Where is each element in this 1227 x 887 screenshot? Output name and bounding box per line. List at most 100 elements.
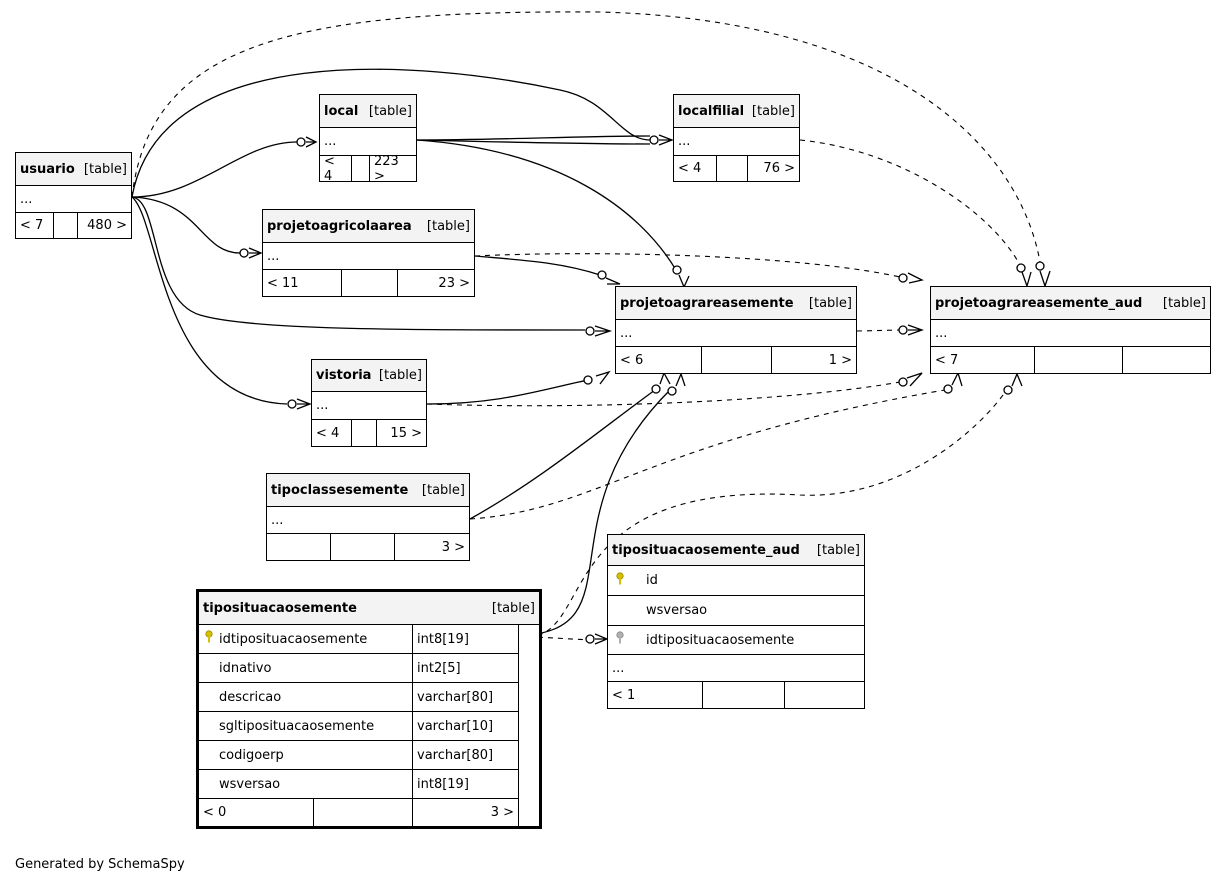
end-proj-2 [672, 265, 690, 288]
children-link[interactable]: 3 > [441, 539, 465, 555]
table-localfilial[interactable]: localfilial [table] ... < 4 76 > [673, 94, 800, 182]
table-header: projetoagrareasemente [table] [616, 287, 856, 320]
end-aud-3 [898, 272, 924, 284]
parents-link[interactable] [267, 534, 331, 560]
column-row[interactable]: id [608, 566, 864, 596]
column-row[interactable]: idtiposituacaosemente [608, 626, 864, 655]
table-name: localfilial [678, 103, 745, 119]
children-link[interactable]: 23 > [438, 275, 470, 291]
table-footer: < 11 23 > [263, 270, 474, 296]
children-link[interactable]: 15 > [390, 425, 422, 441]
parents-link[interactable]: < 11 [263, 270, 342, 296]
column-row[interactable]: wsversao int8[19] [199, 770, 518, 799]
table-name: vistoria [316, 368, 372, 383]
table-type-tag: [table] [751, 103, 795, 119]
column-name: sgltiposituacaosemente [219, 718, 375, 734]
table-tipoclassesemente[interactable]: tipoclassesemente [table] ... 3 > [266, 473, 470, 561]
end-aud-4 [898, 324, 924, 336]
column-row[interactable]: codigoerp varchar[80] [199, 741, 518, 770]
children-link[interactable]: 76 > [763, 161, 795, 176]
table-vistoria[interactable]: vistoria [table] ... < 4 15 > [311, 359, 427, 447]
table-body: ... [674, 128, 799, 156]
edge-vistoria-aud [426, 381, 901, 407]
primary-key-icon [614, 571, 628, 590]
edge-tipoclasse-projeto [469, 389, 656, 520]
end-vistoria [287, 398, 312, 410]
end-aud-7 [1003, 373, 1023, 395]
edge-local-localfilial-a [416, 135, 651, 141]
children-link[interactable]: 480 > [87, 218, 127, 233]
edge-usuario-localfilial [131, 68, 651, 198]
table-header: vistoria [table] [312, 360, 426, 392]
column-name: idtiposituacaosemente [646, 632, 795, 648]
table-footer: < 6 1 > [616, 347, 856, 373]
end-aud-2 [1035, 261, 1051, 287]
table-footer: < 4 15 > [312, 420, 426, 446]
children-link[interactable] [1123, 347, 1210, 373]
end-aud-5 [898, 372, 923, 387]
end-tsaud [585, 633, 609, 645]
table-header: projetoagricolaarea [table] [263, 210, 474, 243]
table-projetoagricolaarea[interactable]: projetoagricolaarea [table] ... < 11 23 … [262, 209, 475, 297]
parents-link[interactable]: < 4 [674, 156, 717, 181]
spacer-cell [54, 213, 78, 238]
column-name-cell: wsversao [199, 770, 413, 798]
end-proj-6 [667, 373, 686, 396]
table-type-tag: [table] [83, 161, 127, 177]
table-name: projetoagrareasemente_aud [935, 295, 1143, 311]
table-body: ... [312, 392, 426, 420]
table-type-tag: [table] [378, 368, 422, 383]
table-name: usuario [20, 161, 75, 177]
table-name: projetoagricolaarea [267, 218, 412, 234]
edge-local-localfilial-b [416, 139, 651, 145]
column-name: id [646, 573, 658, 588]
table-type-tag: [table] [491, 600, 535, 616]
column-row[interactable]: idtiposituacaosemente int8[19] [199, 625, 518, 654]
table-type-tag: [table] [368, 103, 412, 119]
column-name-cell: idtiposituacaosemente [199, 625, 413, 653]
spacer-cell [352, 420, 377, 446]
table-body: ... [267, 507, 469, 534]
parents-link[interactable]: < 1 [608, 682, 703, 708]
table-projetoagrareasemente[interactable]: projetoagrareasemente [table] ... < 6 1 … [615, 286, 857, 374]
edge-tiposituacao-projeto [517, 389, 671, 637]
table-body: ... [320, 128, 416, 156]
table-header: tiposituacaosemente_aud [table] [608, 535, 864, 566]
parents-link[interactable]: < 0 [199, 799, 314, 826]
children-link[interactable]: 1 > [828, 352, 852, 368]
children-link[interactable]: 3 > [490, 805, 514, 820]
column-name: idtiposituacaosemente [219, 631, 368, 647]
column-row[interactable]: wsversao [608, 596, 864, 626]
column-row[interactable]: descricao varchar[80] [199, 683, 518, 712]
edge-usuario-projetoagricolaarea [131, 196, 241, 254]
column-type: int8[19] [417, 776, 469, 792]
parents-link[interactable]: < 7 [16, 213, 54, 238]
children-link[interactable]: 223 > [374, 153, 399, 184]
parents-link[interactable]: < 7 [931, 347, 1035, 373]
edge-usuario-local [131, 141, 298, 198]
spacer-cell [314, 799, 413, 826]
parents-link[interactable]: < 4 [312, 420, 352, 446]
edge-local-projetoagrareasemente [416, 139, 677, 271]
table-footer: < 7 [931, 347, 1210, 373]
table-type-tag: [table] [421, 482, 465, 498]
parents-link[interactable]: < 6 [616, 347, 702, 373]
generator-credit: Generated by SchemaSpy [15, 857, 185, 872]
column-row[interactable]: sgltiposituacaosemente varchar[10] [199, 712, 518, 741]
table-tiposituacaosemente-aud[interactable]: tiposituacaosemente_aud [table] id wsver… [607, 534, 865, 709]
table-projetoagrareasemente-aud[interactable]: projetoagrareasemente_aud [table] ... < … [930, 286, 1211, 374]
spacer-cell [342, 270, 398, 296]
children-link[interactable] [785, 682, 864, 708]
table-local[interactable]: local [table] ... < 4 223 > [319, 94, 417, 184]
table-usuario[interactable]: usuario [table] ... < 7 480 > [15, 152, 132, 239]
edge-usuario-projetoagrareasemente [131, 196, 586, 331]
parents-link[interactable]: < 4 [320, 154, 352, 184]
edge-usuario-aud [131, 11, 1041, 263]
table-tiposituacaosemente[interactable]: tiposituacaosemente [table] idtiposituac… [196, 589, 542, 829]
table-footer: < 4 223 > [320, 153, 416, 184]
end-aud-6 [943, 372, 963, 394]
column-type: varchar[10] [417, 718, 494, 734]
column-row[interactable]: idnativo int2[5] [199, 654, 518, 683]
column-name: codigoerp [219, 747, 284, 763]
end-aud-1 [1016, 263, 1032, 287]
